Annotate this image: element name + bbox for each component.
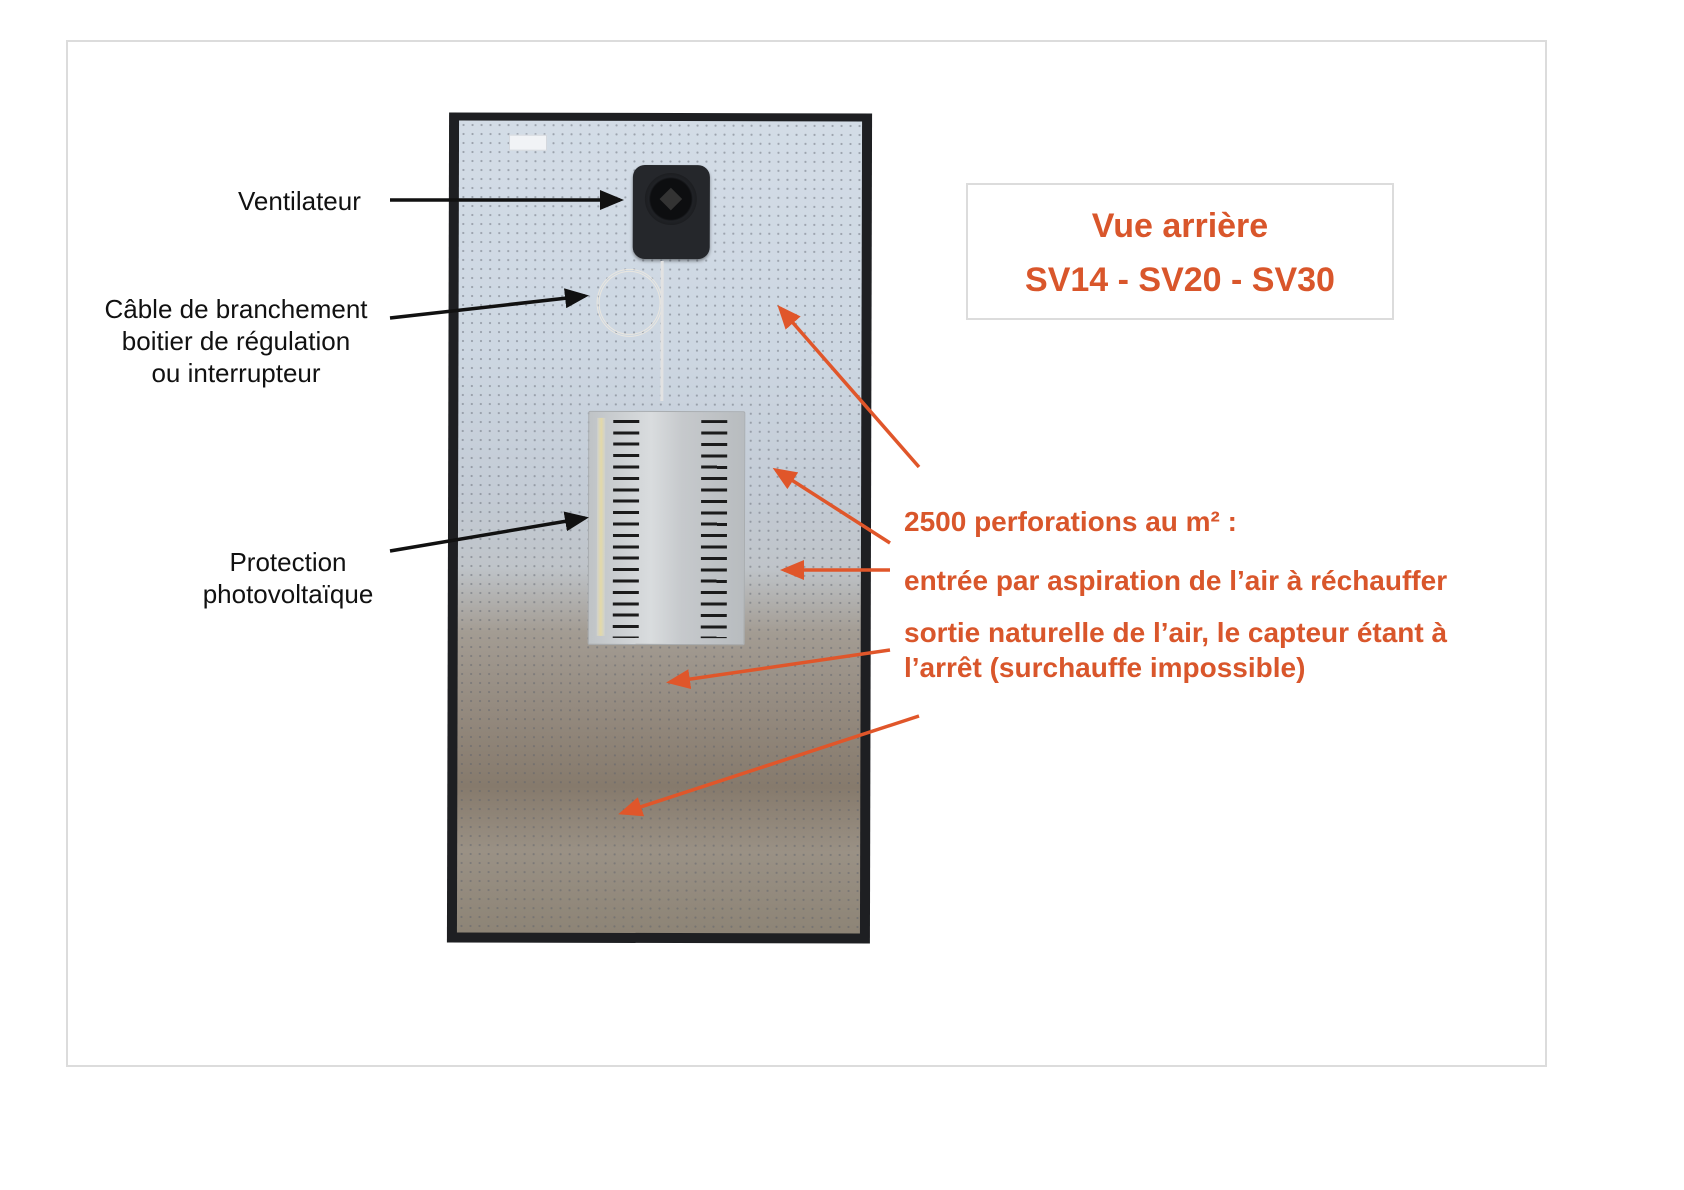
cable-wire <box>660 261 664 402</box>
fan-unit <box>632 164 710 260</box>
label-ventilateur: Ventilateur <box>238 186 361 216</box>
label-cable-line3: ou interrupteur <box>151 358 321 388</box>
label-cable-line1: Câble de branchement <box>104 294 368 324</box>
annotation-air-inlet: entrée par aspiration de l’air à réchauf… <box>904 565 1448 596</box>
cable-coil <box>596 268 663 338</box>
title-models: SV14 - SV20 - SV30 <box>1025 261 1335 299</box>
annotation-air-outlet-line1: sortie naturelle de l’air, le capteur ét… <box>904 617 1448 648</box>
label-cable-line2: boitier de régulation <box>121 326 351 356</box>
label-protection-line2: photovoltaïque <box>202 579 374 609</box>
annotation-perforations: 2500 perforations au m² : <box>904 506 1237 537</box>
annotation-air-outlet-line2: l’arrêt (surchauffe impossible) <box>904 652 1306 683</box>
perforated-absorber-sheet <box>456 120 863 934</box>
title-box: Vue arrière SV14 - SV20 - SV30 <box>966 183 1394 320</box>
title-view: Vue arrière <box>1091 207 1269 245</box>
vent-slots-right <box>700 420 728 639</box>
fan-hub <box>659 187 683 211</box>
fan-icon <box>644 172 697 226</box>
serial-label-sticker <box>508 134 548 151</box>
vent-slots-left <box>612 419 640 638</box>
collector-panel-photo <box>446 112 873 944</box>
label-protection-line1: Protection <box>229 547 347 577</box>
pv-cell-strip <box>596 417 606 636</box>
photovoltaic-protection-cover <box>587 410 746 646</box>
